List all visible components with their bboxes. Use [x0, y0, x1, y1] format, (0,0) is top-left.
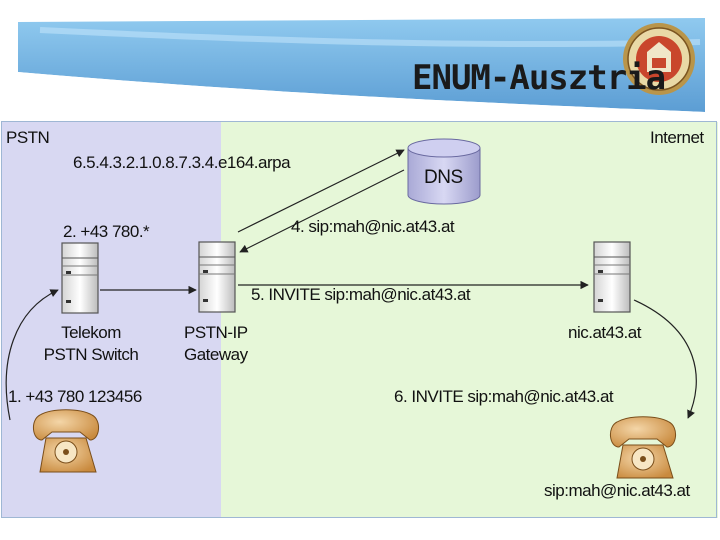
step4-label: 4. sip:mah@nic.at43.at [291, 217, 455, 236]
callee-phone-icon [610, 416, 676, 479]
telekom-label: Telekom PSTN Switch [30, 322, 152, 366]
pstn-zone-label: PSTN [6, 128, 50, 147]
arrow-dns-response [239, 169, 405, 253]
title-banner [0, 0, 720, 125]
arrow-caller-to-telekom [5, 289, 59, 421]
gateway-label: PSTN-IP Gateway [184, 322, 248, 366]
sip-server-icon [593, 241, 631, 313]
telekom-label-line1: Telekom [61, 323, 121, 342]
gateway-server-icon [198, 241, 236, 313]
university-seal-logo [623, 23, 695, 95]
telekom-label-line2: PSTN Switch [43, 345, 139, 364]
step5-label: 5. INVITE sip:mah@nic.at43.at [251, 285, 471, 304]
arrow-server-to-callee [633, 299, 697, 419]
gateway-label-line1: PSTN-IP [184, 323, 248, 342]
step1-label: 1. +43 780 123456 [8, 387, 142, 406]
callee-address-label: sip:mah@nic.at43.at [544, 481, 690, 500]
telekom-server-icon [61, 242, 99, 314]
arrow-dns-query [237, 149, 405, 233]
step6-label: 6. INVITE sip:mah@nic.at43.at [394, 387, 614, 406]
page-title: ENUM-Ausztria [412, 58, 666, 98]
dns-database-icon [407, 138, 481, 205]
diagram-frame [1, 121, 717, 518]
caller-phone-icon [33, 409, 99, 473]
internet-zone-label: Internet [650, 128, 704, 147]
dns-label: DNS [424, 167, 463, 188]
pstn-zone [2, 122, 221, 518]
enum-arpa-label: 6.5.4.3.2.1.0.8.7.3.4.e164.arpa [73, 153, 291, 172]
gateway-label-line2: Gateway [184, 345, 248, 364]
sip-server-label: nic.at43.at [568, 323, 641, 342]
step2-label: 2. +43 780.* [63, 222, 150, 241]
